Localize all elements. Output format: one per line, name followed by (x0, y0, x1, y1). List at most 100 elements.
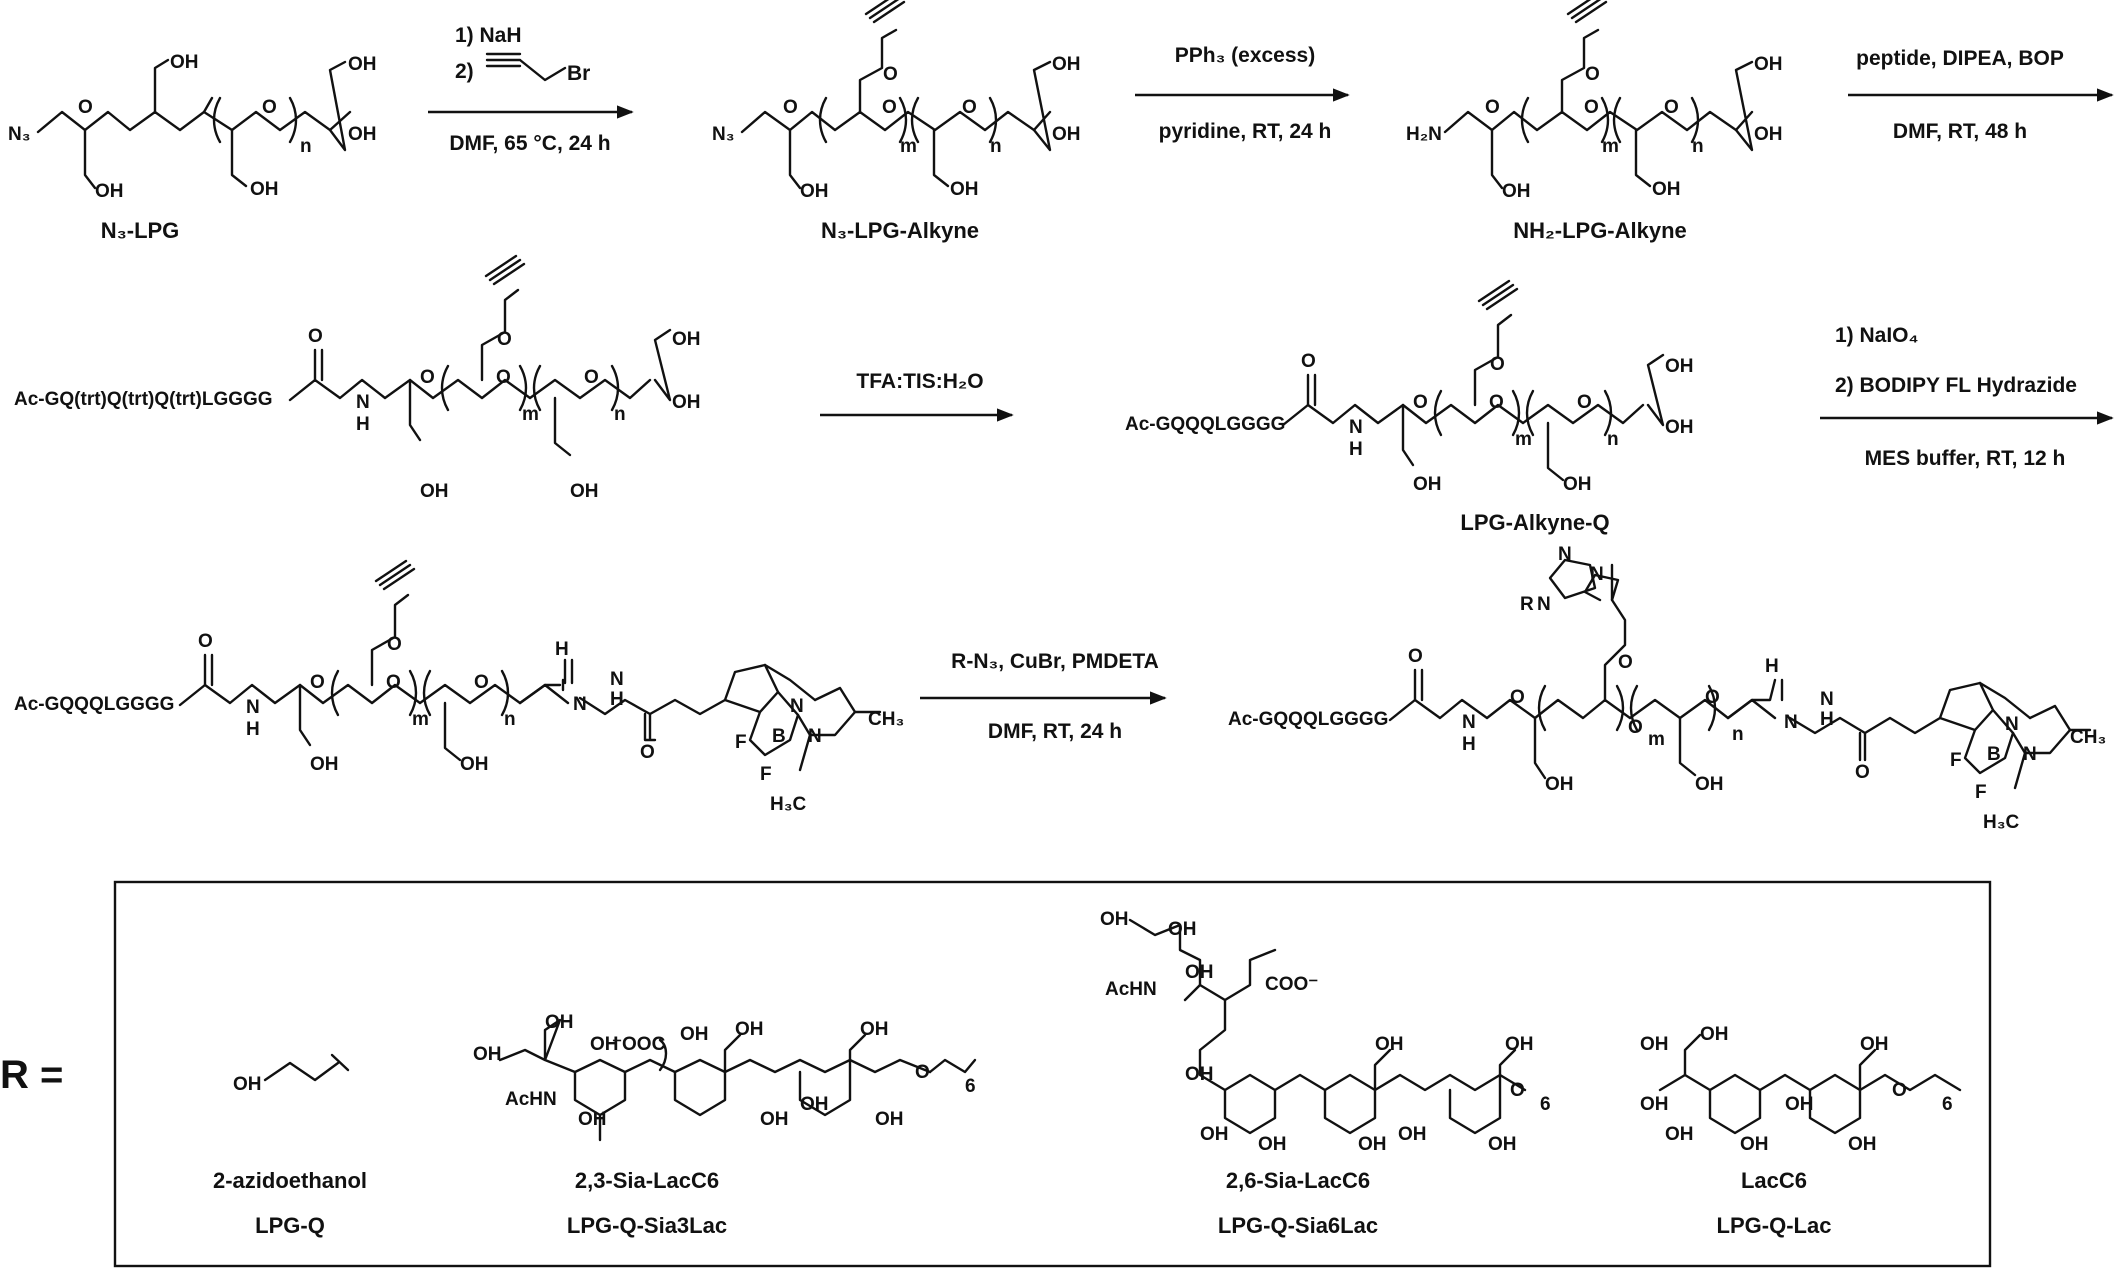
oh-group: OH (672, 392, 701, 413)
index-n: n (990, 136, 1002, 157)
reaction-step-6: R-N₃, CuBr, PMDETA DMF, RT, 24 h (920, 650, 1167, 743)
o-atom: O (883, 64, 898, 85)
compound-label: LPG-Alkyne-Q (1460, 510, 1609, 535)
compound-bodipy-alkyne: Ac-GQQQLGGGG O N H O OH O O m OH O n H N… (14, 559, 904, 815)
hydrazone-h: H (1765, 656, 1779, 677)
bodipy-f: F (1975, 782, 1987, 803)
end-group: Ac-GQQQLGGGG (14, 694, 174, 715)
condition-text: DMF, 65 °C, 24 h (449, 132, 610, 155)
o-atom: O (1585, 64, 1600, 85)
end-group: Ac-GQQQLGGGG (1228, 709, 1388, 730)
oh-group: OH (1200, 1124, 1229, 1145)
index-m: m (1515, 429, 1532, 450)
amide-n: N (246, 697, 260, 718)
amide-h: H (1349, 439, 1363, 460)
carboxylate: COO⁻ (1265, 974, 1318, 995)
o-atom: O (387, 634, 402, 655)
o-atom: O (1485, 97, 1500, 118)
oh-group: OH (1652, 179, 1681, 200)
r-group-azidoethanol: OH 2-azidoethanol LPG-Q (213, 1053, 367, 1238)
triazole-n: N (1590, 564, 1604, 585)
bodipy-f: F (760, 764, 772, 785)
o-atom: O (262, 97, 277, 118)
hydrazide-h: H (1820, 709, 1834, 730)
amide-n: N (1349, 417, 1363, 438)
bodipy-b: B (772, 726, 786, 747)
r-group-name: LacC6 (1741, 1168, 1807, 1193)
condition-text: R-N₃, CuBr, PMDETA (951, 650, 1159, 673)
o-atom: O (1413, 392, 1428, 413)
oh-group: OH (1052, 124, 1081, 145)
oh-group: OH (545, 1012, 574, 1033)
o-atom: O (78, 97, 93, 118)
oh-group: OH (1665, 1124, 1694, 1145)
condition-text: MES buffer, RT, 12 h (1865, 447, 2066, 470)
carbonyl-o: O (1855, 762, 1870, 783)
amide-n: N (356, 392, 370, 413)
r-group-sia6lac: OH OH OH AcHN COO⁻ OH OH OH OH OH OH OH … (1100, 909, 1551, 1238)
end-group: Ac-GQQQLGGGG (1125, 414, 1285, 435)
amide-h: H (246, 719, 260, 740)
o-atom: O (584, 367, 599, 388)
oh-group: OH (875, 1109, 904, 1130)
oh-group: OH (950, 179, 979, 200)
r-group-sia3lac: OH OH OH AcHN OH ⁻OOC OH OH OH OH OH OH … (473, 1012, 977, 1238)
oh-group: OH (1665, 356, 1694, 377)
condition-text: 1) NaH (455, 24, 522, 47)
index-m: m (900, 136, 917, 157)
compound-label: NH₂-LPG-Alkyne (1513, 218, 1687, 243)
index-n: n (614, 404, 626, 425)
carbonyl-o: O (198, 631, 213, 652)
oh-group: OH (1754, 124, 1783, 145)
oh-group: OH (420, 481, 449, 502)
r-group-name: 2,6-Sia-LacC6 (1226, 1168, 1370, 1193)
oh-group: OH (1785, 1094, 1814, 1115)
r-group: R (1520, 594, 1534, 615)
carbonyl-o: O (1301, 351, 1316, 372)
o-atom: O (420, 367, 435, 388)
oh-group: OH (1700, 1024, 1729, 1045)
oh-group: OH (800, 181, 829, 202)
bromine-atom: Br (567, 62, 590, 85)
oh-group: OH (1563, 474, 1592, 495)
oh-group: OH (760, 1109, 789, 1130)
oh-group: OH (680, 1024, 709, 1045)
condition-text: TFA:TIS:H₂O (856, 370, 983, 393)
r-group-box: R = OH 2-azidoethanol LPG-Q OH OH OH AcH… (0, 880, 1992, 1268)
oh-group: OH (735, 1019, 764, 1040)
o-atom: O (1618, 652, 1633, 673)
methyl-group: H₃C (770, 794, 807, 815)
end-group: N₃ (8, 124, 31, 145)
condition-text: peptide, DIPEA, BOP (1856, 47, 2064, 70)
index-n: n (1692, 136, 1704, 157)
amide-h: H (356, 414, 370, 435)
compound-nh2-lpg-alkyne: H₂N O OH O O m OH O n OH OH NH₂-LPG-Alky… (1406, 0, 1783, 243)
index-m: m (1648, 729, 1665, 750)
o-atom: O (1705, 687, 1720, 708)
index-n: n (504, 709, 516, 730)
amide-h: H (1462, 734, 1476, 755)
o-atom: O (497, 329, 512, 350)
o-atom: O (915, 1062, 930, 1083)
condition-text: DMF, RT, 48 h (1893, 120, 2027, 143)
oh-group: OH (473, 1044, 502, 1065)
o-atom: O (474, 672, 489, 693)
triazole-n: N (1558, 544, 1572, 565)
r-group-name: 2-azidoethanol (213, 1168, 367, 1193)
oh-group: OH (590, 1034, 619, 1055)
oh-group: OH (1185, 1064, 1214, 1085)
o-atom: O (1490, 354, 1505, 375)
reaction-step-2: PPh₃ (excess) pyridine, RT, 24 h (1135, 44, 1350, 143)
bodipy-b: B (1987, 744, 2001, 765)
condition-text: 2) BODIPY FL Hydrazide (1835, 374, 2077, 397)
o-atom: O (386, 672, 401, 693)
oh-group: OH (1640, 1094, 1669, 1115)
carbonyl-o: O (640, 742, 655, 763)
carbonyl-o: O (1408, 646, 1423, 667)
r-group-name: 2,3-Sia-LacC6 (575, 1168, 719, 1193)
o-atom: O (1510, 687, 1525, 708)
oh-group: OH (1398, 1124, 1427, 1145)
condition-text: PPh₃ (excess) (1175, 44, 1315, 67)
o-atom: O (1577, 392, 1592, 413)
